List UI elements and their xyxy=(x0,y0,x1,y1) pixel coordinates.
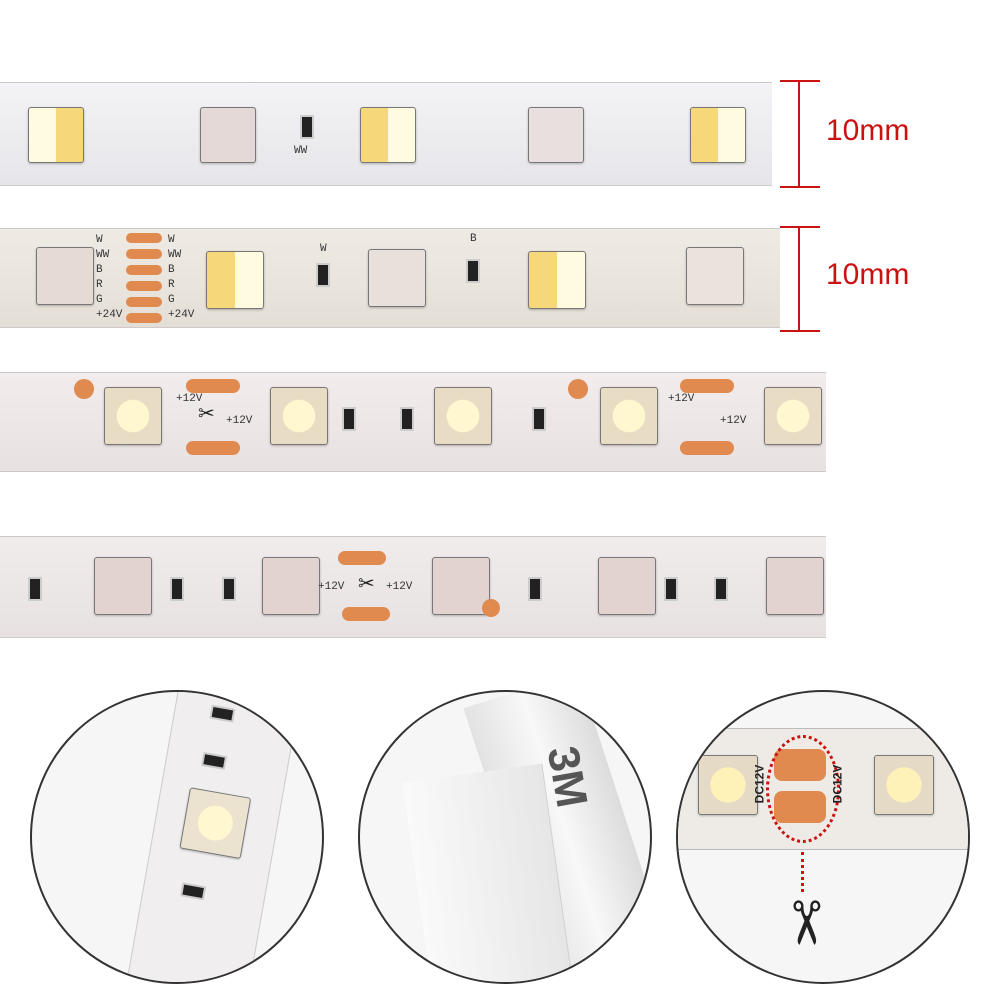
led-chip-rgb xyxy=(36,247,94,305)
voltage-label: +12V xyxy=(668,393,695,405)
led-chip-rgb xyxy=(94,557,152,615)
scissors-icon: ✂ xyxy=(772,897,840,949)
led-chip-dual-white xyxy=(28,107,84,163)
solder-pad xyxy=(342,607,390,621)
resistor xyxy=(532,407,546,431)
led-chip-white xyxy=(874,755,934,815)
voltage-label: +12V xyxy=(386,581,413,593)
led-strip-rgbww: W WW B R G +24V W WW B R G +24V W B xyxy=(0,228,780,328)
solder-pad xyxy=(186,441,240,455)
detail-circle-cut-point: DC12V DC12V ✂ xyxy=(676,690,970,984)
resistor xyxy=(170,577,184,601)
dimension-marker-top xyxy=(780,80,820,188)
resistor xyxy=(528,577,542,601)
led-chip-white xyxy=(764,387,822,445)
led-chip-dual-white xyxy=(360,107,416,163)
resistor xyxy=(180,882,207,901)
cut-line-highlight xyxy=(766,735,840,843)
led-chip-rgb xyxy=(598,557,656,615)
channel-label-column-right: W WW B R G +24V xyxy=(168,234,195,321)
led-chip-dual-white xyxy=(528,251,586,309)
detail-circle-strip-closeup xyxy=(30,690,324,984)
led-chip-white xyxy=(270,387,328,445)
label-b: B xyxy=(470,233,477,245)
resistor xyxy=(28,577,42,601)
resistor xyxy=(201,751,228,770)
led-chip-white xyxy=(600,387,658,445)
resistor xyxy=(400,407,414,431)
resistor-label: WW xyxy=(294,145,308,157)
resistor xyxy=(714,577,728,601)
led-chip-white xyxy=(104,387,162,445)
led-chip-rgb xyxy=(368,249,426,307)
led-chip-rgb xyxy=(766,557,824,615)
scissors-icon: ✂ xyxy=(198,403,215,425)
led-strip-rgb-12v: +12V ✂ +12V xyxy=(0,536,826,638)
led-strip-white-12v: +12V ✂ +12V +12V +12V xyxy=(0,372,826,472)
led-chip-rgb xyxy=(432,557,490,615)
voltage-label: DC12V xyxy=(752,764,767,804)
voltage-label: DC12V xyxy=(830,764,845,804)
solder-pad xyxy=(482,599,500,617)
led-chip-dual-white xyxy=(690,107,746,163)
resistor xyxy=(466,259,480,283)
led-chip-rgb xyxy=(200,107,256,163)
solder-pad xyxy=(338,551,386,565)
dimension-marker-second xyxy=(780,226,820,332)
resistor xyxy=(664,577,678,601)
solder-pad xyxy=(126,313,162,323)
solder-pad xyxy=(126,297,162,307)
dimension-label-second: 10mm xyxy=(826,258,910,291)
solder-pad xyxy=(126,249,162,259)
solder-pad xyxy=(568,379,588,399)
solder-pad xyxy=(186,379,240,393)
tape-brand-mark: 3M xyxy=(537,742,597,812)
led-chip-rgb xyxy=(262,557,320,615)
led-chip-dual-white xyxy=(206,251,264,309)
solder-pad xyxy=(126,281,162,291)
led-chip-rgb xyxy=(686,247,744,305)
cut-guide-line xyxy=(801,852,804,892)
resistor xyxy=(209,704,236,723)
resistor xyxy=(300,115,314,139)
led-chip-white xyxy=(179,787,252,860)
solder-pad xyxy=(126,265,162,275)
channel-label-column: W WW B R G +24V xyxy=(96,234,123,321)
led-strip-ww-cw: WW xyxy=(0,82,772,186)
solder-pad xyxy=(126,233,162,243)
resistor xyxy=(316,263,330,287)
solder-pad xyxy=(680,441,734,455)
resistor xyxy=(222,577,236,601)
led-chip-white xyxy=(434,387,492,445)
detail-circle-adhesive-tape: 3M xyxy=(358,690,652,984)
dimension-label-top: 10mm xyxy=(826,114,910,147)
solder-pad xyxy=(680,379,734,393)
voltage-label: +12V xyxy=(226,415,253,427)
voltage-label: +12V xyxy=(720,415,747,427)
led-chip-white xyxy=(698,755,758,815)
voltage-label: +12V xyxy=(318,581,345,593)
solder-pad xyxy=(74,379,94,399)
led-chip-rgb xyxy=(528,107,584,163)
voltage-label: +12V xyxy=(176,393,203,405)
resistor xyxy=(342,407,356,431)
scissors-icon: ✂ xyxy=(358,573,375,595)
label-w: W xyxy=(320,243,327,255)
